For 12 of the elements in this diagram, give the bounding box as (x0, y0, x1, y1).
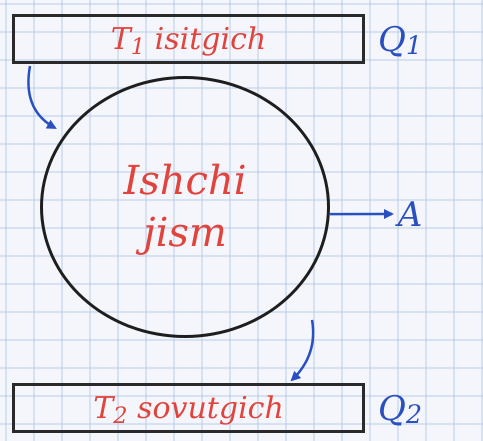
heat-label: Q$_{1}$ (378, 18, 424, 64)
node-label: T$_{1}$ isitgich (110, 20, 266, 62)
node-label: T$_{2}$ sovutgich (93, 390, 284, 430)
node-label: Ishchi jism (122, 157, 248, 258)
arrow (27, 66, 57, 129)
heat-label: Q$_{2}$ (378, 388, 424, 432)
work-label: A (390, 195, 430, 235)
reservoir-box (12, 383, 365, 433)
reservoir-box (12, 14, 365, 64)
arrow (290, 320, 314, 382)
arrow (330, 209, 394, 220)
working-body-ellipse (40, 76, 330, 338)
